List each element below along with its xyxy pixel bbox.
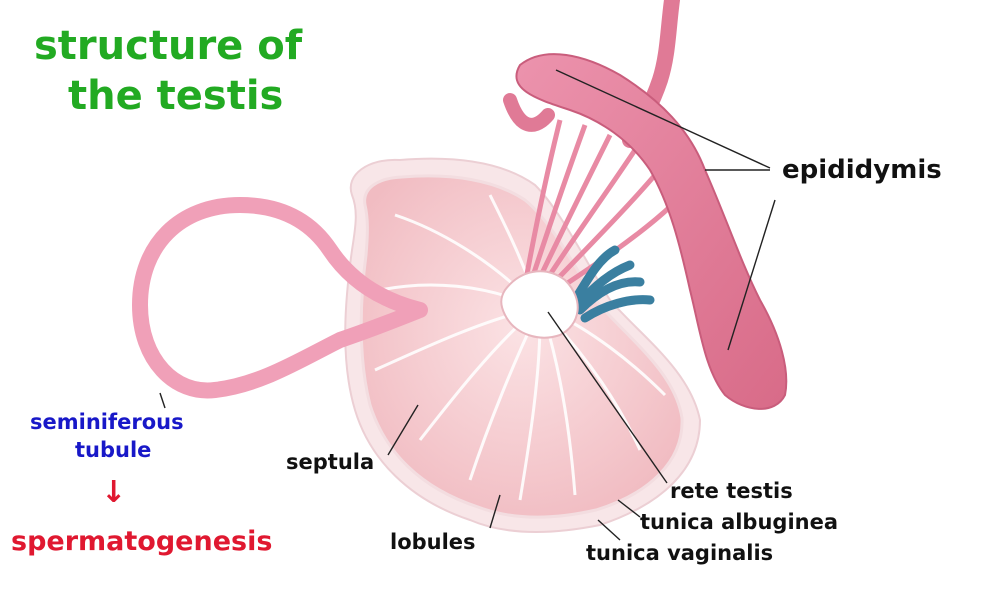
label-tunica-vaginalis: tunica vaginalis	[586, 541, 774, 565]
epididymis-body	[515, 53, 788, 410]
rete-testis	[500, 270, 579, 339]
label-tunica-albuginea: tunica albuginea	[640, 510, 839, 534]
label-seminiferous-line-2: tubule	[75, 438, 152, 462]
blood-vessels	[570, 245, 655, 323]
epididymis-tail-tip	[503, 93, 555, 132]
label-spermatogenesis: spermatogenesis	[11, 526, 273, 557]
leader-lines	[159, 69, 776, 541]
label-septula: septula	[286, 450, 375, 474]
label-seminiferous-line-1: seminiferous	[30, 410, 184, 434]
label-epididymis: epididymis	[782, 155, 942, 185]
title-line-1: structure of	[34, 23, 303, 69]
arrow-down-icon: ↓	[101, 475, 127, 510]
seminiferous-tubule	[131, 196, 428, 399]
label-lobules: lobules	[390, 530, 476, 554]
title-line-2: the testis	[68, 73, 284, 119]
label-rete-testis: rete testis	[670, 479, 793, 503]
